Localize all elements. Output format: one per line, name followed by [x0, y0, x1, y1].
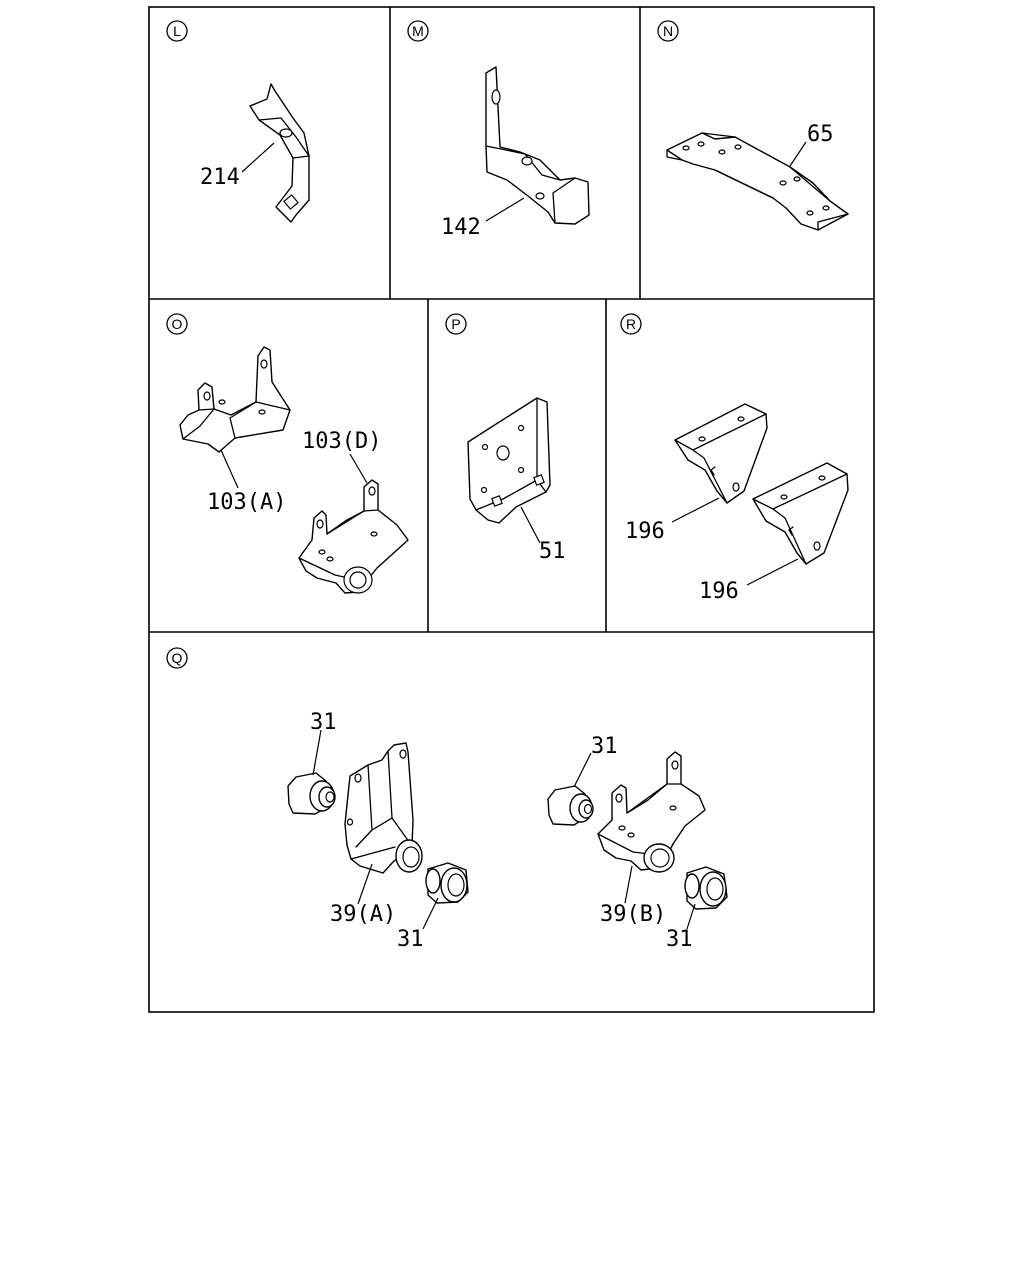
panel-q-letter: Q	[172, 650, 183, 666]
panel-o: O 103(A) 103(D)	[166, 313, 409, 594]
panel-n: N 65	[657, 20, 849, 231]
panel-o-marker: O	[166, 313, 188, 335]
panel-m-marker: M	[407, 20, 429, 42]
panel-l-marker: L	[166, 20, 188, 42]
bracket-103d-drawing	[298, 479, 409, 594]
callout-39a: 39(A)	[330, 902, 396, 927]
panel-n-marker: N	[657, 20, 679, 42]
callout-31-left-lower: 31	[397, 927, 424, 952]
bracket-142-drawing	[485, 66, 590, 225]
leader-196-lower	[746, 558, 799, 586]
leader-31-left-upper	[312, 729, 322, 776]
panel-l-letter: L	[173, 23, 181, 39]
panel-r-letter: R	[626, 316, 636, 332]
panel-r: R 196 196	[620, 313, 849, 604]
bracket-214-drawing	[249, 83, 310, 223]
leader-31-right-upper	[573, 752, 592, 788]
callout-51: 51	[539, 539, 566, 564]
panel-r-marker: R	[620, 313, 642, 335]
leader-103a	[220, 449, 239, 489]
panel-m: M 142	[407, 20, 590, 240]
callout-196-upper: 196	[625, 519, 665, 544]
panel-p: P 51	[445, 313, 566, 564]
bushing-31-left-lower-drawing	[425, 862, 469, 904]
callout-214: 214	[200, 165, 240, 190]
leader-31-right-lower	[686, 903, 696, 930]
bracket-39b-drawing	[597, 751, 706, 873]
leader-214	[241, 142, 275, 173]
panel-o-letter: O	[172, 316, 183, 332]
panel-n-letter: N	[663, 23, 673, 39]
bracket-196-upper-drawing	[674, 403, 768, 504]
panel-q-marker: Q	[166, 647, 188, 669]
leader-51	[520, 506, 541, 544]
callout-65: 65	[807, 122, 834, 147]
leader-196-upper	[671, 497, 720, 523]
bushing-31-right-lower-drawing	[684, 866, 728, 910]
leader-31-left-lower	[422, 897, 439, 930]
bracket-51-drawing	[467, 397, 551, 524]
leader-142	[485, 197, 525, 222]
leader-39b	[624, 865, 633, 904]
callout-31-right-upper: 31	[591, 734, 618, 759]
leader-103d	[349, 453, 368, 484]
bracket-39a-drawing	[344, 742, 423, 874]
bushing-31-right-upper-drawing	[547, 785, 594, 826]
leader-39a	[357, 863, 373, 905]
callout-196-lower: 196	[699, 579, 739, 604]
bracket-103a-drawing	[179, 346, 291, 453]
panel-l: L 214	[166, 20, 310, 223]
callout-103d: 103(D)	[302, 429, 381, 454]
panel-frame	[148, 6, 875, 1013]
bracket-65-drawing	[666, 132, 849, 231]
panel-q: Q 31 39(A)	[166, 647, 728, 952]
bracket-196-lower-drawing	[752, 462, 849, 565]
callout-142: 142	[441, 215, 481, 240]
callout-31-right-lower: 31	[666, 927, 693, 952]
callout-31-left-upper: 31	[310, 710, 337, 735]
panel-p-marker: P	[445, 313, 467, 335]
bushing-31-left-upper-drawing	[287, 772, 336, 815]
callout-39b: 39(B)	[600, 902, 666, 927]
panel-m-letter: M	[412, 23, 424, 39]
panel-p-letter: P	[451, 316, 460, 332]
callout-103a: 103(A)	[207, 490, 286, 515]
leader-65	[789, 141, 807, 167]
